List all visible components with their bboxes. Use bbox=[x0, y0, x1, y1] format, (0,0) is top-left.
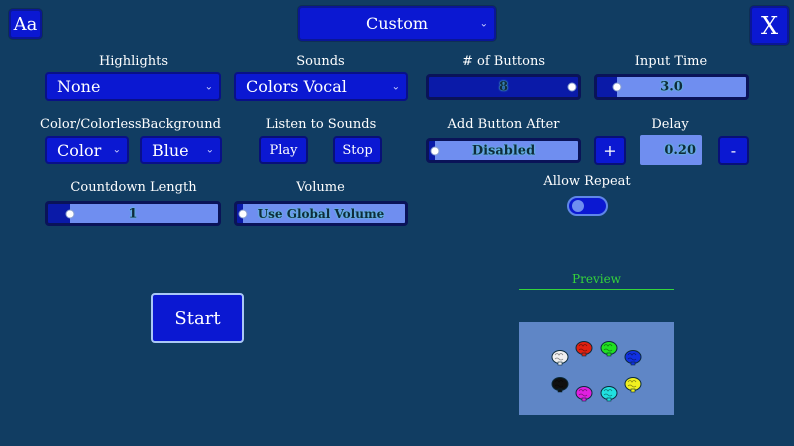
slider-fill bbox=[69, 204, 218, 223]
brain-blue-icon bbox=[624, 350, 642, 366]
brain-green-icon bbox=[600, 341, 618, 357]
chevron-down-icon: ⌄ bbox=[205, 144, 214, 156]
color-mode-select[interactable]: Color ⌄ bbox=[45, 136, 129, 164]
slider-fill bbox=[616, 77, 746, 97]
highlights-label: Highlights bbox=[98, 54, 169, 69]
delay-label: Delay bbox=[651, 117, 689, 132]
sounds-select-value: Colors Vocal bbox=[246, 77, 347, 96]
input-time-slider[interactable]: 3.0 bbox=[594, 74, 749, 100]
start-button[interactable]: Start bbox=[151, 293, 244, 343]
add-button-after-label: Add Button After bbox=[447, 117, 560, 132]
delay-value: 0.20 bbox=[664, 142, 696, 158]
brain-red-icon bbox=[575, 341, 593, 357]
volume-slider[interactable]: Use Global Volume bbox=[234, 201, 408, 226]
highlights-select[interactable]: None ⌄ bbox=[45, 72, 221, 101]
preview-divider bbox=[519, 289, 674, 290]
stop-button[interactable]: Stop bbox=[333, 136, 382, 164]
color-mode-select-value: Color bbox=[57, 140, 102, 160]
background-select-value: Blue bbox=[152, 140, 189, 160]
chevron-down-icon: ⌄ bbox=[479, 18, 488, 29]
mode-select-value: Custom bbox=[366, 14, 428, 33]
slider-handle[interactable] bbox=[238, 209, 248, 218]
input-time-label: Input Time bbox=[634, 54, 708, 69]
add-button-after-slider[interactable]: Disabled bbox=[426, 138, 581, 163]
slider-fill bbox=[435, 141, 578, 160]
background-label: Background bbox=[141, 117, 221, 132]
preview-brains bbox=[551, 341, 642, 402]
stop-button-label: Stop bbox=[342, 142, 373, 158]
play-button-label: Play bbox=[269, 142, 298, 158]
listen-label: Listen to Sounds bbox=[265, 117, 377, 132]
brain-black-icon bbox=[551, 377, 569, 393]
font-button[interactable]: Aa bbox=[9, 9, 42, 39]
countdown-value: 1 bbox=[128, 206, 138, 221]
play-button[interactable]: Play bbox=[259, 136, 308, 164]
brain-yellow-icon bbox=[624, 377, 642, 393]
volume-value: Use Global Volume bbox=[257, 206, 385, 221]
delay-value-field[interactable]: 0.20 bbox=[640, 135, 702, 165]
preview-area bbox=[519, 322, 674, 415]
countdown-slider[interactable]: 1 bbox=[45, 201, 221, 226]
slider-fill bbox=[243, 204, 405, 223]
mode-select[interactable]: Custom ⌄ bbox=[298, 6, 496, 41]
num-buttons-label: # of Buttons bbox=[461, 54, 546, 69]
background-select[interactable]: Blue ⌄ bbox=[140, 136, 222, 164]
brain-white-icon bbox=[551, 350, 569, 366]
chevron-down-icon: ⌄ bbox=[391, 81, 400, 92]
slider-handle[interactable] bbox=[430, 146, 440, 155]
allow-repeat-label: Allow Repeat bbox=[543, 174, 631, 189]
font-button-label: Aa bbox=[13, 13, 38, 35]
close-button[interactable]: X bbox=[750, 6, 789, 45]
brain-magenta-icon bbox=[575, 386, 593, 402]
sounds-select[interactable]: Colors Vocal ⌄ bbox=[234, 72, 408, 101]
delay-minus-button[interactable]: - bbox=[718, 136, 749, 165]
add-button-plus[interactable]: + bbox=[594, 136, 626, 165]
num-buttons-value: 8 bbox=[498, 79, 509, 95]
slider-handle[interactable] bbox=[65, 209, 75, 218]
add-button-after-value: Disabled bbox=[471, 143, 536, 158]
allow-repeat-toggle[interactable] bbox=[567, 196, 608, 216]
volume-label: Volume bbox=[296, 180, 345, 195]
sounds-label: Sounds bbox=[296, 54, 345, 69]
num-buttons-slider[interactable]: 8 bbox=[426, 74, 581, 100]
input-time-value: 3.0 bbox=[660, 79, 683, 95]
color-mode-label: Color/Colorless bbox=[40, 117, 142, 132]
slider-handle[interactable] bbox=[612, 82, 622, 92]
plus-label: + bbox=[603, 141, 617, 160]
chevron-down-icon: ⌄ bbox=[204, 81, 213, 92]
preview-label: Preview bbox=[572, 272, 621, 286]
minus-label: - bbox=[730, 141, 737, 160]
countdown-label: Countdown Length bbox=[70, 180, 197, 195]
brain-cyan-icon bbox=[600, 386, 618, 402]
close-button-label: X bbox=[760, 11, 779, 40]
highlights-select-value: None bbox=[57, 77, 101, 96]
start-button-label: Start bbox=[174, 307, 221, 329]
slider-handle[interactable] bbox=[567, 82, 577, 92]
chevron-down-icon: ⌄ bbox=[112, 144, 121, 156]
toggle-knob bbox=[572, 200, 584, 212]
